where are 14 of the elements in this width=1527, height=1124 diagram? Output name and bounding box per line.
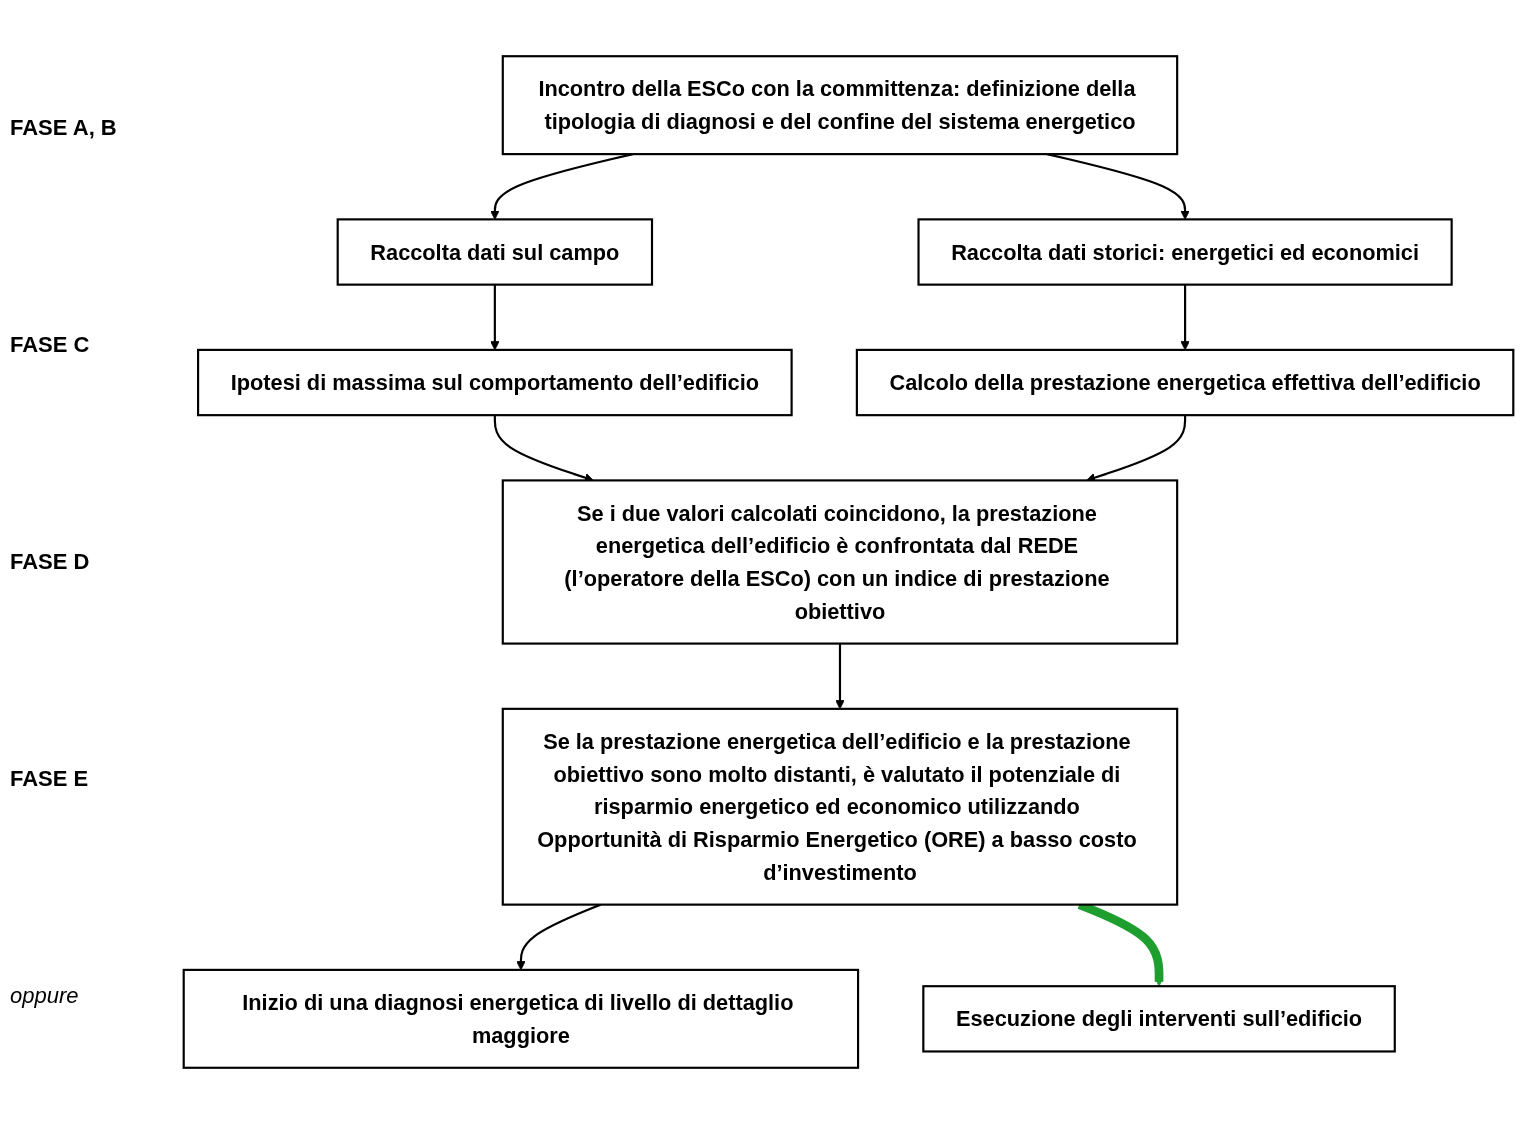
node-box: Ipotesi di massima sul comportamento dell’edificio: [197, 348, 793, 417]
phase-label: FASE A, B: [10, 115, 118, 142]
note-text: oppure: [10, 982, 80, 1009]
node-box: Se i due valori calcolati coincidono, la prestazione energetica dell’edificio è confrontata dal REDE (l’operatore della ESCo) con un indice di prestazione obiettivo: [501, 479, 1179, 645]
node-box: Raccolta dati storici: energetici ed economici: [917, 218, 1453, 286]
phase-label: FASE D: [10, 549, 91, 575]
node-box: Esecuzione degli interventi sull’edificio: [922, 985, 1396, 1053]
node-box: Raccolta dati sul campo: [336, 218, 654, 286]
phase-label: FASE E: [10, 765, 90, 792]
node-box: Calcolo della prestazione energetica effettiva dell’edificio: [855, 348, 1515, 417]
phase-label: FASE C: [10, 332, 91, 359]
node-box: Inizio di una diagnosi energetica di livello di dettaglio maggiore: [182, 968, 860, 1069]
node-box: Incontro della ESCo con la committenza: definizione della tipologia di diagnosi e del confine del sistema energetico: [501, 55, 1179, 156]
node-box: Se la prestazione energetica dell’edificio e la prestazione obiettivo sono molto distanti, è valutato il potenziale di risparmio energetico ed economico utilizzando Opportunità di Risparmio Energetico (ORE) a basso costo d’investimento: [501, 707, 1179, 906]
